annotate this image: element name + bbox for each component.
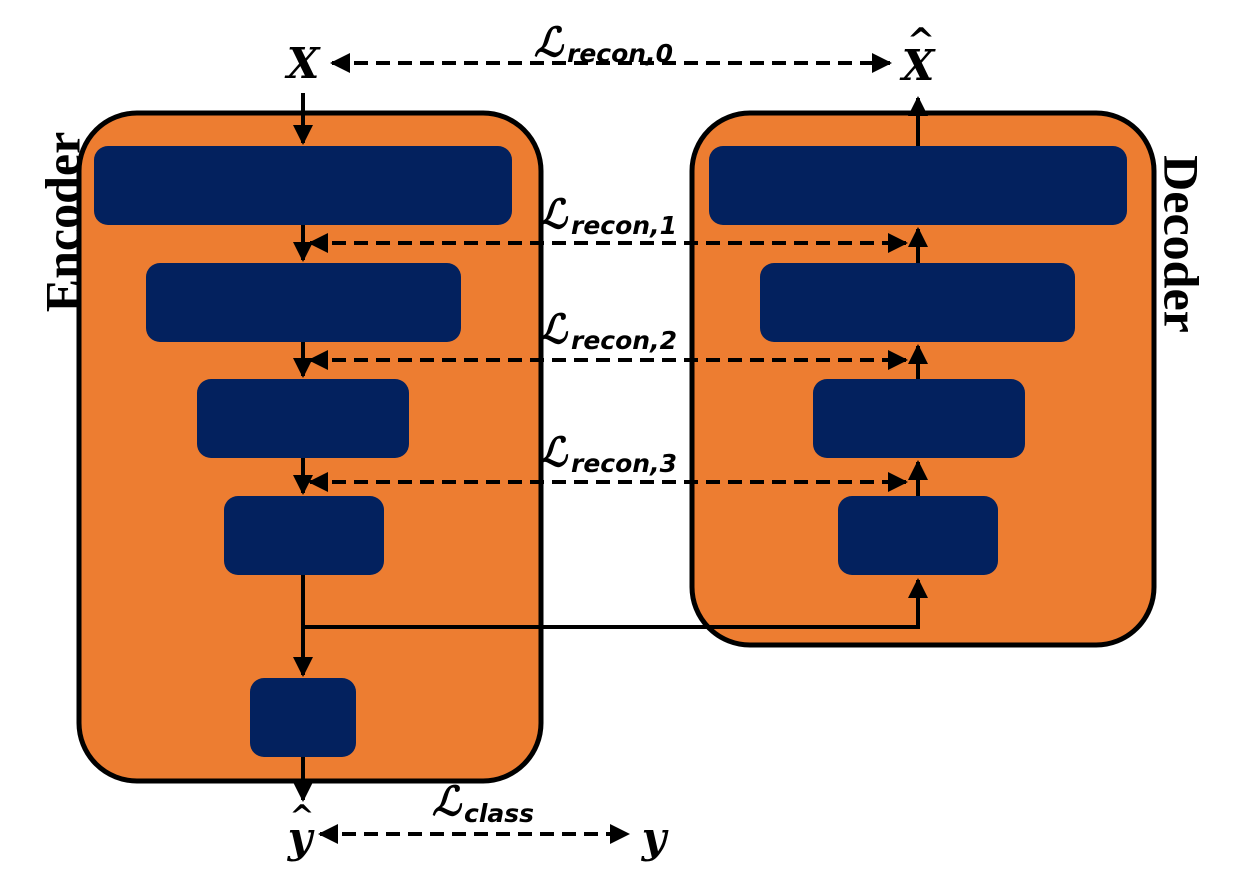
loss-symbol: ℒ xyxy=(538,306,569,353)
classifier-layer xyxy=(250,678,356,757)
decoder-layer-4 xyxy=(838,496,998,575)
encoder-layer-1 xyxy=(94,146,512,225)
output-x-label: X xyxy=(899,41,936,90)
output-hat-mark: ^ xyxy=(907,21,936,61)
encoder-label: Encoder xyxy=(34,132,90,313)
recon-2-loss-label: ℒ recon,2 xyxy=(538,306,677,355)
loss-symbol: ℒ xyxy=(534,19,565,66)
loss-subscript: recon,2 xyxy=(571,326,677,355)
loss-subscript: recon,0 xyxy=(567,39,673,68)
input-x-label: X xyxy=(284,39,321,88)
loss-subscript: class xyxy=(464,799,534,828)
target-y-label: y xyxy=(641,813,669,862)
loss-symbol: ℒ xyxy=(538,429,569,476)
loss-subscript: recon,1 xyxy=(571,211,677,240)
recon-3-loss-label: ℒ recon,3 xyxy=(538,429,677,478)
decoder-layer-3 xyxy=(813,379,1025,458)
prediction-y-label: y xyxy=(287,813,315,862)
loss-symbol: ℒ xyxy=(538,191,569,238)
encoder-layer-3 xyxy=(197,379,409,458)
encoder-layer-4 xyxy=(224,496,384,575)
decoder-label: Decoder xyxy=(1154,155,1210,333)
decoder-layer-2 xyxy=(760,263,1075,342)
class-loss-label: ℒ class xyxy=(432,778,534,828)
loss-symbol: ℒ xyxy=(432,778,463,825)
recon-0-loss-label: ℒ recon,0 xyxy=(534,19,673,68)
prediction-hat-mark: ^ xyxy=(289,799,314,834)
encoder-layer-2 xyxy=(146,263,461,342)
loss-subscript: recon,3 xyxy=(571,449,677,478)
decoder-layer-1 xyxy=(709,146,1127,225)
latent-connection-arrow xyxy=(303,578,928,629)
recon-1-loss-label: ℒ recon,1 xyxy=(538,191,677,240)
